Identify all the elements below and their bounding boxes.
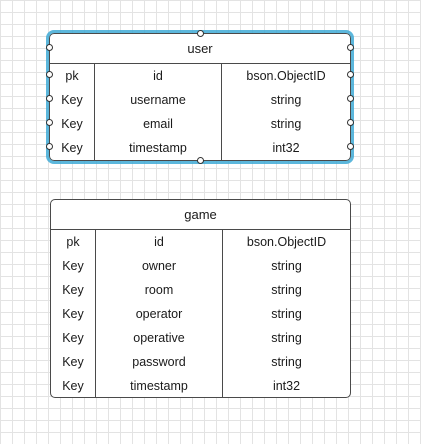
connection-handle[interactable] <box>46 95 53 102</box>
field-type-cell: string <box>271 283 302 297</box>
entity-game[interactable]: game pk id bson.ObjectID Key owner strin… <box>50 199 351 398</box>
entity-rows: pk id bson.ObjectID Key owner string Key… <box>51 230 350 398</box>
field-name-cell: operative <box>96 326 223 350</box>
field-name-cell: timestamp <box>95 136 222 160</box>
field-type-cell: string <box>271 259 302 273</box>
table-row[interactable]: Key password string <box>51 350 350 374</box>
field-type-cell: string <box>271 331 302 345</box>
table-row[interactable]: pk id bson.ObjectID <box>51 230 350 254</box>
field-type-cell: bson.ObjectID <box>246 235 327 249</box>
table-row[interactable]: Key username string <box>50 88 350 112</box>
field-name-cell: timestamp <box>96 374 223 398</box>
connection-handle[interactable] <box>347 143 354 150</box>
connection-handle[interactable] <box>347 71 354 78</box>
field-name-cell: password <box>96 350 223 374</box>
connection-handle[interactable] <box>46 71 53 78</box>
entity-user[interactable]: user pk id bson.ObjectID Key username st… <box>46 30 354 164</box>
field-name-cell: id <box>95 64 222 88</box>
key-cell: Key <box>50 136 95 160</box>
key-cell: Key <box>51 302 96 326</box>
field-type-cell: int32 <box>272 141 300 155</box>
entity-rows: pk id bson.ObjectID Key username string … <box>50 64 350 160</box>
key-cell: Key <box>51 278 96 302</box>
key-cell: Key <box>51 254 96 278</box>
field-type-cell: string <box>270 93 302 107</box>
connection-handle[interactable] <box>46 143 53 150</box>
key-cell: Key <box>51 374 96 398</box>
key-cell: Key <box>51 350 96 374</box>
entity-title: user <box>50 34 350 64</box>
table-row[interactable]: Key timestamp int32 <box>51 374 350 398</box>
table-row[interactable]: Key operative string <box>51 326 350 350</box>
connection-handle[interactable] <box>46 119 53 126</box>
field-name-cell: owner <box>96 254 223 278</box>
field-name-cell: username <box>95 88 222 112</box>
table-row[interactable]: Key operator string <box>51 302 350 326</box>
connection-handle[interactable] <box>46 44 53 51</box>
field-name-cell: email <box>95 112 222 136</box>
field-type-cell: string <box>271 307 302 321</box>
connection-handle[interactable] <box>197 157 204 164</box>
field-name-cell: room <box>96 278 223 302</box>
field-type-cell: int32 <box>272 379 301 393</box>
connection-handle[interactable] <box>347 119 354 126</box>
key-cell: Key <box>51 326 96 350</box>
field-name-cell: id <box>96 230 223 254</box>
key-cell: pk <box>51 230 96 254</box>
connection-handle[interactable] <box>347 95 354 102</box>
table-row[interactable]: Key owner string <box>51 254 350 278</box>
field-type-cell: string <box>270 117 302 131</box>
table-row[interactable]: pk id bson.ObjectID <box>50 64 350 88</box>
field-type-cell: string <box>271 355 302 369</box>
table-row[interactable]: Key timestamp int32 <box>50 136 350 160</box>
table-row[interactable]: Key email string <box>50 112 350 136</box>
field-type-cell: bson.ObjectID <box>246 69 326 83</box>
key-cell: pk <box>50 64 95 88</box>
connection-handle[interactable] <box>347 44 354 51</box>
table-row[interactable]: Key room string <box>51 278 350 302</box>
key-cell: Key <box>50 112 95 136</box>
key-cell: Key <box>50 88 95 112</box>
connection-handle[interactable] <box>197 30 204 37</box>
entity-title: game <box>51 200 350 230</box>
field-name-cell: operator <box>96 302 223 326</box>
